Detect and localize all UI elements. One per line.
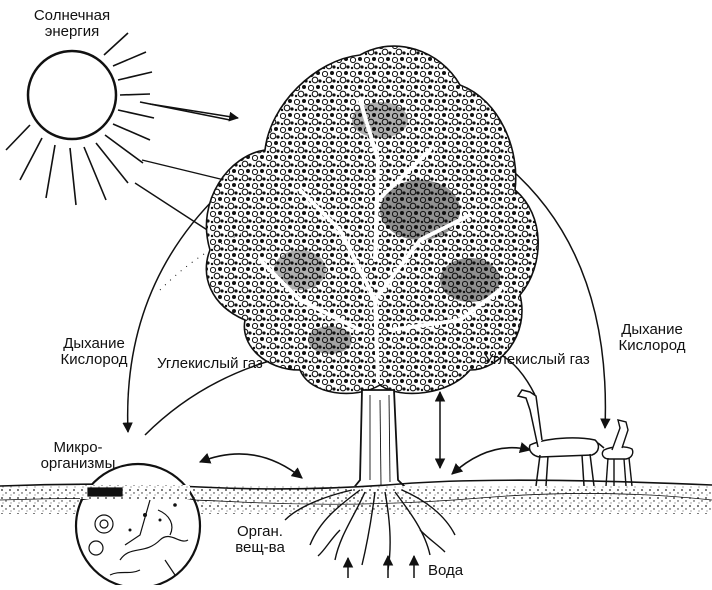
water-arrows — [348, 556, 414, 578]
tree-animal-arrow — [452, 448, 530, 474]
water-label: Вода — [428, 563, 463, 579]
sun-icon — [6, 33, 230, 205]
left-respiration-arrow — [128, 195, 218, 432]
sun-label-line1: Солнечная — [22, 8, 122, 24]
co2-right-label: Углекислый газ — [484, 352, 590, 368]
microorganisms-line2: организмы — [30, 456, 126, 472]
co2-left-label: Углекислый газ — [157, 356, 263, 372]
right-respiration-label: Дыхание Кислород — [602, 322, 702, 354]
sun-label-line2: энергия — [22, 24, 122, 40]
organic-matter-line1: Орган. — [222, 524, 298, 540]
sun-label: Солнечная энергия — [22, 8, 122, 40]
deer-fawn-icon — [602, 420, 632, 486]
tree-trunk — [352, 390, 408, 490]
microorganisms-label: Микро- организмы — [30, 440, 126, 472]
left-respiration-line1: Дыхание — [50, 336, 138, 352]
microorganisms-line1: Микро- — [30, 440, 126, 456]
left-respiration-line2: Кислород — [50, 352, 138, 368]
tree-canopy — [206, 46, 538, 393]
left-respiration-label: Дыхание Кислород — [50, 336, 138, 368]
deer-adult-icon — [518, 390, 604, 486]
right-respiration-line1: Дыхание — [602, 322, 702, 338]
soil-nutrient-arrow — [200, 454, 302, 478]
organic-matter-label: Орган. вещ-ва — [222, 524, 298, 556]
right-respiration-line2: Кислород — [602, 338, 702, 354]
microorganisms-magnified-circle — [76, 464, 200, 585]
organic-matter-line2: вещ-ва — [222, 540, 298, 556]
